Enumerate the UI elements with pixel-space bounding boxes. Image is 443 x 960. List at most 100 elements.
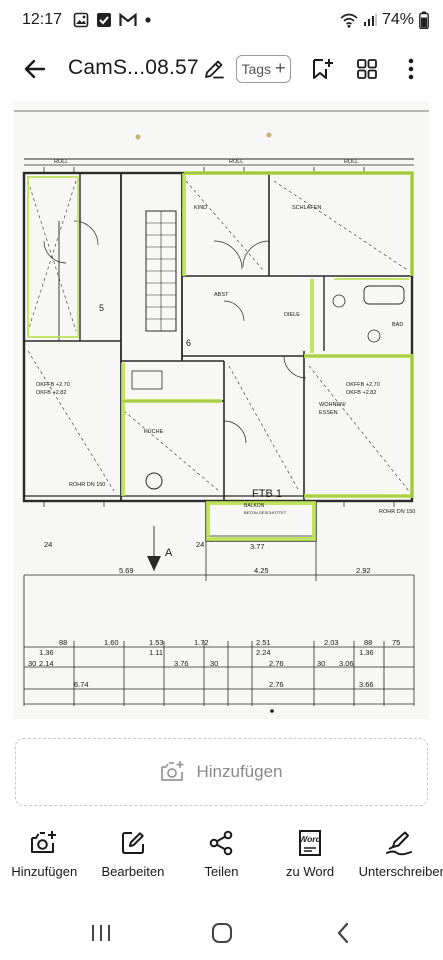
sign-label: Unterschreiben — [358, 864, 443, 879]
dim-366: 3.66 — [359, 680, 374, 689]
word-document-icon: Word — [295, 828, 325, 858]
label-wohnen: WOHNEN/ — [319, 402, 346, 408]
bottom-toolbar: Hinzufügen Bearbeiten Teilen Word zu Wor… — [0, 822, 443, 896]
label-diele: DIELE — [284, 312, 300, 318]
grid-view-button[interactable] — [352, 54, 382, 84]
home-button[interactable] — [202, 913, 242, 953]
gmail-icon — [119, 13, 137, 27]
label-num-6: 6 — [186, 338, 191, 348]
label-roll-b: ROLL — [229, 159, 243, 165]
grid-icon — [357, 59, 377, 79]
edit-button[interactable]: Bearbeiten — [89, 822, 178, 896]
dim-111: 1.11 — [149, 648, 163, 657]
document-title[interactable]: CamS...08.57 — [68, 56, 199, 79]
dim-30a: 30 — [28, 659, 36, 668]
dim-30c: 30 — [317, 659, 325, 668]
label-balkon-sub: BETON GESCHOTTET — [244, 510, 287, 515]
dim-214: 2.14 — [39, 659, 54, 668]
pencil-icon — [205, 60, 224, 79]
system-back-button[interactable] — [323, 913, 363, 953]
word-icon-text: Word — [299, 834, 321, 844]
system-nav-bar — [0, 905, 443, 960]
add-button[interactable]: Hinzufügen — [0, 822, 89, 896]
label-roll-c: ROLL — [344, 159, 358, 165]
dim-276a: 2.76 — [269, 680, 284, 689]
label-rohr-right: ROHR DN 150 — [379, 509, 415, 515]
dim-377: 3.77 — [250, 542, 265, 551]
share-icon — [206, 828, 236, 858]
dim-224: 2.24 — [256, 648, 271, 657]
chevron-left-icon — [337, 922, 348, 943]
plus-icon: + — [275, 58, 286, 78]
app-bar: CamS...08.57 Tags + — [0, 44, 443, 94]
dim-376: 3.76 — [174, 659, 189, 668]
label-abst: ABST — [214, 292, 229, 298]
label-section-a: A — [165, 547, 173, 559]
bookmark-plus-icon — [313, 59, 333, 79]
rename-button[interactable] — [200, 55, 228, 83]
label-kueche: KÜCHE — [144, 428, 164, 435]
dim-24b: 24 — [196, 540, 204, 549]
scanned-page[interactable]: KIND SCHLAFEN DIELE BAD ABST WOHNEN/ ESS… — [14, 101, 429, 719]
dot-icon — [144, 16, 152, 24]
label-okffb-right: OKFFB +2.70 — [346, 382, 380, 388]
more-options-button[interactable] — [396, 54, 426, 84]
dim-203: 2.03 — [324, 638, 339, 647]
dim-136a: 1.36 — [39, 648, 54, 657]
label-schlafen: SCHLAFEN — [292, 205, 321, 211]
dim-24a: 24 — [44, 540, 52, 549]
image-icon — [73, 12, 89, 28]
bookmark-add-button[interactable] — [307, 54, 337, 84]
recent-apps-icon — [91, 924, 110, 941]
label-bad: BAD — [392, 322, 403, 328]
sign-button[interactable]: Unterschreiben — [354, 822, 443, 896]
signature-pen-icon — [384, 828, 414, 858]
dim-292: 2.92 — [356, 566, 371, 575]
dim-160: 1.60 — [104, 638, 119, 647]
share-label: Teilen — [204, 864, 239, 879]
status-bar: 12:17 74% — [0, 0, 443, 40]
status-time: 12:17 — [22, 11, 63, 28]
edit-icon — [118, 828, 148, 858]
dim-30b: 30 — [210, 659, 218, 668]
label-kind: KIND — [194, 205, 207, 211]
add-label: Hinzufügen — [11, 864, 78, 879]
edit-label: Bearbeiten — [101, 864, 165, 879]
dim-75: 75 — [392, 638, 400, 647]
back-button[interactable] — [20, 54, 50, 84]
add-page-button[interactable]: Hinzufügen — [15, 738, 428, 806]
tags-button[interactable]: Tags + — [236, 55, 291, 83]
tags-label: Tags — [241, 61, 272, 77]
dim-88a: 88 — [59, 638, 67, 647]
signal-icon — [363, 13, 377, 27]
label-okfb-left: OKFB +2.82 — [36, 390, 66, 396]
status-right: 74% — [340, 11, 429, 29]
add-photo-icon — [161, 761, 184, 781]
dim-569: 5.69 — [119, 566, 134, 575]
label-num-5: 5 — [99, 303, 104, 313]
share-button[interactable]: Teilen — [177, 822, 266, 896]
floor-plan-image: KIND SCHLAFEN DIELE BAD ABST WOHNEN/ ESS… — [14, 101, 429, 719]
dim-136b: 1.36 — [359, 648, 374, 657]
battery-percent: 74% — [381, 11, 414, 28]
status-left: 12:17 — [22, 11, 152, 29]
label-essen: ESSEN — [319, 410, 338, 416]
document-viewer[interactable]: KIND SCHLAFEN DIELE BAD ABST WOHNEN/ ESS… — [0, 101, 443, 721]
more-vertical-icon — [408, 58, 414, 80]
label-okffb-left: OKFFB +2.70 — [36, 382, 70, 388]
to-word-label: zu Word — [285, 864, 335, 879]
dim-276b: 2.76 — [269, 659, 284, 668]
home-icon — [211, 922, 232, 943]
to-word-button[interactable]: Word zu Word — [266, 822, 355, 896]
label-balkon: BALKON — [244, 503, 265, 509]
dim-88b: 88 — [364, 638, 372, 647]
dim-251: 2.51 — [256, 638, 271, 647]
label-ftb: FTB 1 — [252, 488, 282, 500]
recent-apps-button[interactable] — [81, 913, 121, 953]
add-photo-icon — [29, 828, 59, 858]
dim-153: 1.53 — [149, 638, 164, 647]
checkbox-icon — [96, 12, 112, 28]
dim-425: 4.25 — [254, 566, 269, 575]
add-page-label: Hinzufügen — [196, 762, 283, 781]
label-okfb-right: OKFB +2.82 — [346, 390, 376, 396]
